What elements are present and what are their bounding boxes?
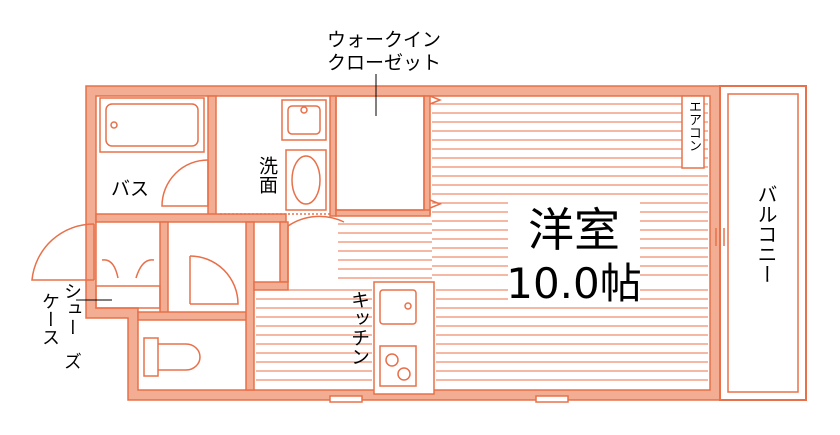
wall-top-row-bottom xyxy=(95,213,287,223)
toilet xyxy=(143,337,201,377)
washbasin xyxy=(220,99,330,215)
toilet-door xyxy=(189,255,239,305)
bathtub xyxy=(99,97,205,153)
shoe-case-label-line3: ケース xyxy=(39,292,60,346)
wall-closet-right xyxy=(423,95,431,215)
kitchen-counter xyxy=(373,281,435,395)
closet-label-line1: ウォークイン xyxy=(327,29,441,51)
room-name-label: 洋室 xyxy=(528,203,620,257)
balcony xyxy=(719,85,807,401)
wall-bath-right xyxy=(207,95,217,217)
aircon-label: エアコン xyxy=(686,100,701,152)
shoe-case-label-line2: ズ xyxy=(61,352,82,370)
wall-shoe-right xyxy=(159,221,169,319)
floor-hatching-lower xyxy=(256,289,708,381)
balcony-label: バルコニー xyxy=(754,184,778,284)
bath-door xyxy=(161,159,209,207)
room-label-bg xyxy=(508,196,640,304)
wall-wash-right xyxy=(329,95,337,217)
air-conditioner xyxy=(681,95,705,169)
walk-in-closet xyxy=(335,74,443,211)
washroom-label: 洗面 xyxy=(256,156,278,194)
window-marks xyxy=(329,228,725,403)
bath-label: バス xyxy=(111,178,149,200)
closet-label-line2: クローゼット xyxy=(327,52,441,74)
kitchen-label: キッチン xyxy=(348,290,370,366)
hall-door xyxy=(287,215,345,282)
shoe-case-label-line1: シュー xyxy=(61,282,82,336)
wall-kitchen-left xyxy=(253,281,289,291)
entrance-door xyxy=(31,223,95,281)
wall-toilet-right xyxy=(245,221,255,391)
wall-toilet-top xyxy=(137,311,251,321)
wall-hall-right xyxy=(279,221,289,283)
shoe-cabinet xyxy=(76,259,161,309)
wall-closet-bottom xyxy=(335,209,431,217)
room-size-label: 10.0帖 xyxy=(506,259,642,308)
